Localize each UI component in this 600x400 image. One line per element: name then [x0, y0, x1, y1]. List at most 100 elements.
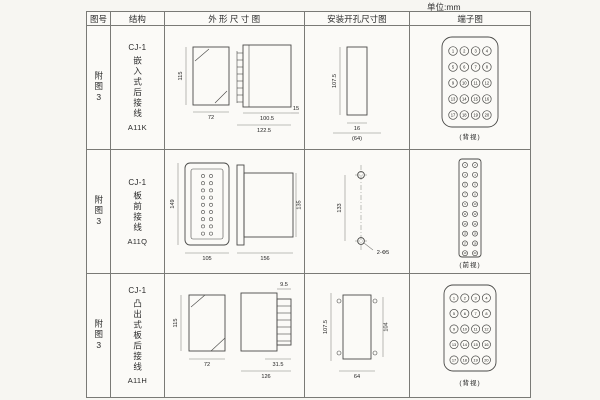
svg-text:1: 1 [464, 163, 466, 166]
svg-text:18: 18 [463, 357, 467, 362]
structure-label: 板前接线 [132, 190, 143, 233]
mounting-hole [336, 298, 342, 303]
svg-text:20: 20 [485, 112, 490, 117]
svg-text:5: 5 [452, 64, 455, 69]
dim-label: 104 [383, 322, 389, 331]
table-row: 附图3 CJ-1 嵌入式后接线 A11K 115 72 [87, 26, 532, 150]
front-view [188, 294, 226, 351]
svg-text:8: 8 [486, 64, 489, 69]
header-fig-no: 图号 [87, 12, 111, 26]
svg-text:11: 11 [464, 212, 467, 215]
dim-label: 115 [178, 71, 184, 80]
dim-label: 15 [293, 106, 299, 112]
dim-label: 115 [173, 318, 179, 327]
mounting-drawing-a11q: 133 2-Φ5 [337, 164, 390, 256]
svg-text:1: 1 [452, 48, 455, 53]
table-header-row: 图号 结构 外 形 尺 寸 图 安装开孔尺寸图 端子图 [87, 12, 532, 26]
svg-text:11: 11 [474, 326, 478, 331]
svg-text:18: 18 [462, 112, 467, 117]
code-label: A11K [127, 123, 147, 132]
front-view [192, 46, 230, 105]
front-view [184, 162, 230, 245]
dim-label: 31.5 [273, 362, 284, 368]
mounting-drawing-cell: 107.5 104 64 [304, 274, 411, 398]
svg-text:17: 17 [451, 112, 456, 117]
svg-text:16: 16 [474, 232, 477, 235]
dim-label: 72 [204, 362, 210, 368]
dimension-table: 图号 结构 外 形 尺 寸 图 安装开孔尺寸图 端子图 附图3 CJ-1 嵌入式… [86, 11, 532, 398]
dim-label: 107.5 [323, 320, 329, 334]
svg-text:9: 9 [464, 203, 466, 206]
outline-drawing-cell: 115 72 9.5 [164, 274, 305, 398]
svg-text:19: 19 [474, 357, 478, 362]
svg-text:13: 13 [451, 96, 456, 101]
svg-text:4: 4 [486, 48, 489, 53]
socket-outline [441, 36, 499, 127]
svg-text:2: 2 [474, 163, 476, 166]
side-view [236, 164, 294, 245]
dim-label: 100.5 [260, 116, 274, 122]
fig-no-label: 附图3 [93, 71, 104, 104]
svg-text:7: 7 [475, 311, 477, 316]
svg-text:19: 19 [473, 112, 478, 117]
hole-spec-label: 2-Φ5 [377, 250, 390, 256]
header-mounting-dims: 安装开孔尺寸图 [304, 12, 411, 26]
outline-drawing-a11q: 149 105 156 135 [170, 162, 303, 262]
cutout-rect [342, 294, 372, 359]
svg-text:10: 10 [474, 203, 477, 206]
svg-text:1: 1 [453, 295, 455, 300]
outline-drawing-a11k: 115 72 [178, 44, 299, 134]
dim-label: (64) [352, 136, 362, 142]
structure-cell: CJ-1 嵌入式后接线 A11K [110, 26, 165, 150]
socket-outline [443, 284, 497, 371]
svg-text:10: 10 [462, 80, 467, 85]
code-label: A11Q [127, 236, 148, 246]
dim-label: 126 [262, 374, 271, 380]
dim-label: 64 [354, 374, 360, 380]
outline-drawing-a11h: 115 72 9.5 [173, 282, 292, 380]
svg-text:16: 16 [484, 342, 488, 347]
svg-text:8: 8 [485, 311, 487, 316]
svg-text:16: 16 [485, 96, 490, 101]
outline-drawing-cell: 149 105 156 135 [164, 150, 305, 274]
structure-cell: CJ-1 板前接线 A11Q [110, 150, 165, 274]
header-terminal-diagram: 端子图 [410, 12, 532, 26]
mounting-hole [372, 298, 378, 303]
svg-text:7: 7 [475, 64, 478, 69]
table-row: 附图3 CJ-1 板前接线 A11Q 1 4 9 10 5 [87, 150, 532, 274]
terminal-dots [201, 173, 214, 236]
dim-label: 16 [354, 126, 360, 132]
structure-cell: CJ-1 凸出式板后接线 A11H [110, 274, 165, 398]
dim-label: 107.5 [332, 74, 338, 88]
fig-no-cell: 附图3 [87, 150, 111, 274]
dim-label: 156 [261, 256, 270, 262]
svg-text:17: 17 [452, 357, 456, 362]
model-label: CJ-1 [128, 43, 147, 52]
header-outline-dims: 外 形 尺 寸 图 [164, 12, 305, 26]
svg-text:15: 15 [473, 96, 478, 101]
mounting-drawing-cell: 107.5 16 (64) [304, 26, 411, 150]
fig-no-label: 附图3 [93, 195, 104, 228]
svg-text:12: 12 [474, 212, 477, 215]
dim-label: 122.5 [257, 128, 271, 134]
structure-label: 嵌入式后接线 [132, 56, 143, 119]
mounting-hole [372, 350, 378, 355]
svg-text:4: 4 [474, 173, 476, 176]
svg-text:12: 12 [485, 80, 490, 85]
model-label: CJ-1 [128, 285, 147, 295]
svg-text:12: 12 [484, 326, 488, 331]
mounting-drawing-a11k: 107.5 16 (64) [332, 46, 381, 142]
svg-text:2: 2 [464, 295, 466, 300]
dim-label: 9.5 [280, 282, 288, 288]
svg-text:10: 10 [463, 326, 468, 331]
fig-no-cell: 附图3 [87, 274, 111, 398]
dim-label: 72 [208, 115, 214, 121]
svg-text:20: 20 [474, 252, 477, 255]
svg-text:5: 5 [464, 183, 466, 186]
